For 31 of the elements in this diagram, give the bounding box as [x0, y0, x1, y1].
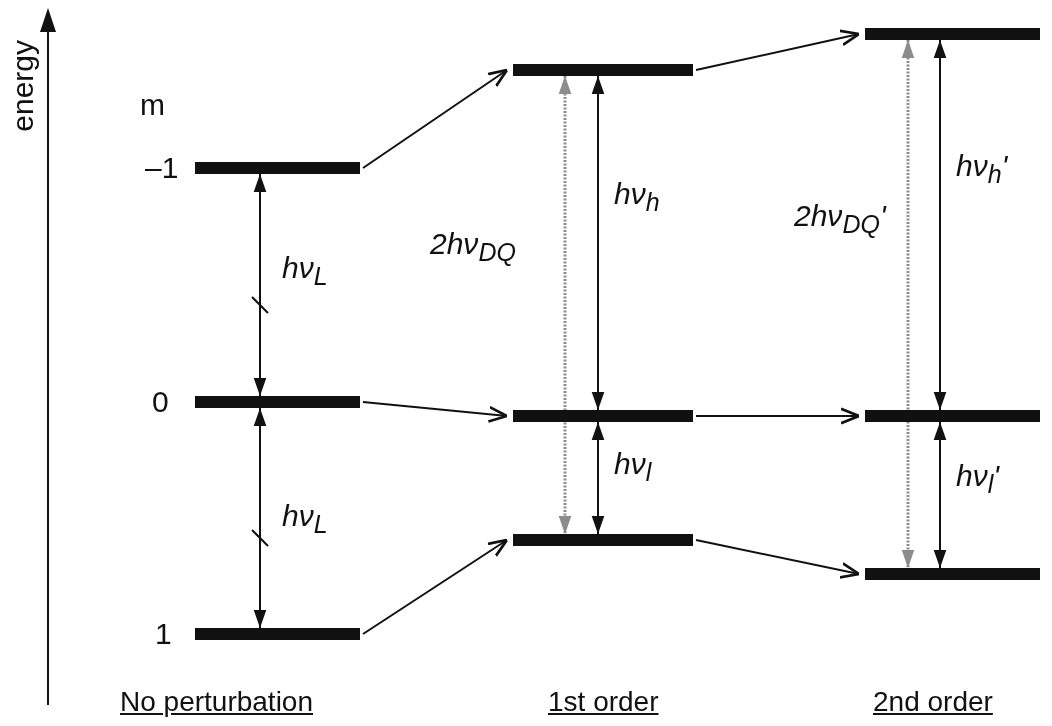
- arrow: [695, 539, 861, 579]
- arrow: [901, 40, 915, 568]
- column-caption: No perturbation: [120, 688, 313, 716]
- arrow: [591, 421, 605, 535]
- arrow: [933, 421, 947, 569]
- arrow: [253, 407, 267, 629]
- arrow: [253, 173, 267, 397]
- column-caption: 1st order: [548, 688, 659, 716]
- arrow: [558, 76, 572, 534]
- arrow: [591, 75, 605, 411]
- arrow: [362, 401, 509, 423]
- energy-level-bar: [865, 568, 1040, 580]
- column-caption: 2nd order: [873, 688, 993, 716]
- level-label: 0: [152, 387, 169, 417]
- energy-level-bar: [513, 64, 693, 76]
- energy-level-bar: [865, 28, 1040, 40]
- energy-level-bar: [195, 162, 360, 174]
- energy-level-bar: [195, 628, 360, 640]
- energy-level-bar: [513, 410, 693, 422]
- level-label: –1: [145, 153, 179, 183]
- axis-label: energy: [8, 40, 38, 132]
- energy-level-bar: [195, 396, 360, 408]
- arrow: [362, 538, 509, 635]
- column-header: m: [140, 90, 165, 120]
- level-label: 1: [155, 619, 172, 649]
- energy-level-bar: [865, 410, 1040, 422]
- energy-level-bar: [513, 534, 693, 546]
- arrow: [695, 407, 861, 425]
- arrow: [933, 39, 947, 411]
- arrow: [695, 29, 861, 71]
- arrow: [362, 68, 509, 169]
